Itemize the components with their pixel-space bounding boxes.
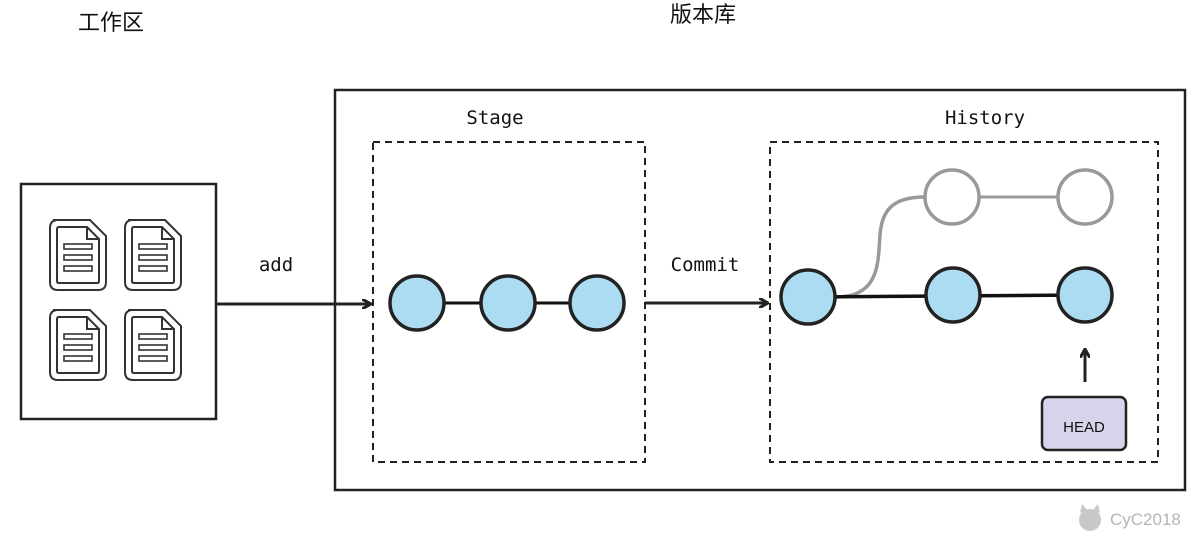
commit-node xyxy=(779,268,837,326)
head-box xyxy=(1040,395,1128,452)
branch-node xyxy=(1056,168,1114,226)
commit-label: Commit xyxy=(671,254,740,276)
github-cat-icon xyxy=(1079,504,1101,531)
watermark-text: CyC2018 xyxy=(1110,510,1181,529)
stage-node xyxy=(568,274,626,332)
history-side-branch xyxy=(835,168,1114,299)
branch-curve xyxy=(835,195,926,299)
watermark: CyC2018 xyxy=(1079,504,1181,531)
stage-node xyxy=(388,274,446,332)
workspace-files xyxy=(49,219,182,381)
history-main-branch xyxy=(779,266,1114,326)
head-label: HEAD xyxy=(1063,419,1105,436)
repository-box xyxy=(333,88,1187,492)
workspace-box xyxy=(19,182,218,421)
history-box xyxy=(769,141,1159,463)
stage-node xyxy=(479,274,537,332)
document-icon xyxy=(124,309,182,381)
commit-node xyxy=(924,266,982,324)
document-icon xyxy=(124,219,182,291)
stage-title: Stage xyxy=(466,107,523,129)
add-label: add xyxy=(259,254,293,276)
document-icon xyxy=(49,219,107,291)
history-title: History xyxy=(945,107,1025,129)
stage-nodes xyxy=(388,274,626,332)
branch-node xyxy=(923,168,981,226)
repository-title: 版本库 xyxy=(670,3,736,28)
workspace-title: 工作区 xyxy=(78,11,144,36)
document-icon xyxy=(49,309,107,381)
commit-node xyxy=(1056,266,1114,324)
